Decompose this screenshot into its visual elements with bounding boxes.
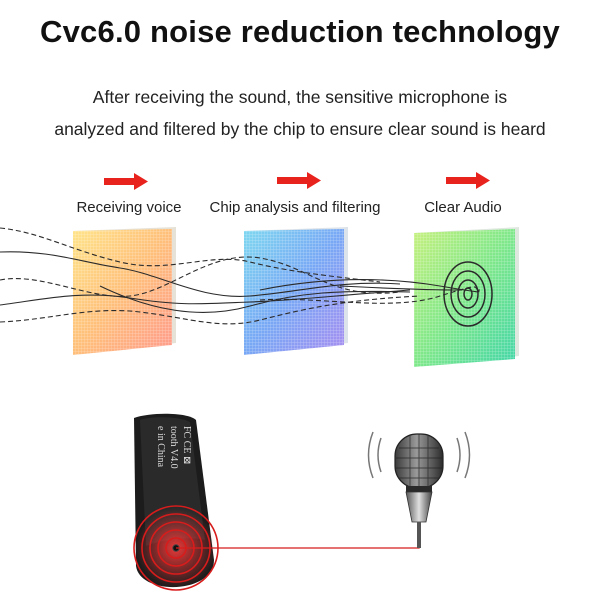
right-arrow-icon bbox=[446, 172, 490, 189]
clear-audio-rings bbox=[443, 261, 493, 327]
panel-receiving bbox=[73, 227, 176, 355]
subtitle-line-2: analyzed and filtered by the chip to ens… bbox=[54, 119, 546, 139]
microphone-icon bbox=[367, 431, 471, 548]
bluetooth-device bbox=[133, 413, 219, 591]
right-arrow-icon bbox=[104, 173, 148, 190]
panel-clear bbox=[414, 227, 519, 367]
right-arrow-icon bbox=[277, 172, 321, 189]
device-origin-text: e in China bbox=[155, 426, 166, 468]
stage-label-chip: Chip analysis and filtering bbox=[209, 199, 381, 216]
device-bluetooth-text: tooth V4.0 bbox=[168, 426, 179, 469]
subtitle-line-1: After receiving the sound, the sensitive… bbox=[92, 87, 508, 107]
page-title: Cvc6.0 noise reduction technology bbox=[40, 14, 560, 49]
stage-label-clear: Clear Audio bbox=[424, 199, 502, 216]
stage-label-receiving: Receiving voice bbox=[76, 199, 182, 216]
sound-waves bbox=[0, 227, 481, 325]
device-cert-marks: FC CE ⊠ bbox=[181, 426, 192, 465]
